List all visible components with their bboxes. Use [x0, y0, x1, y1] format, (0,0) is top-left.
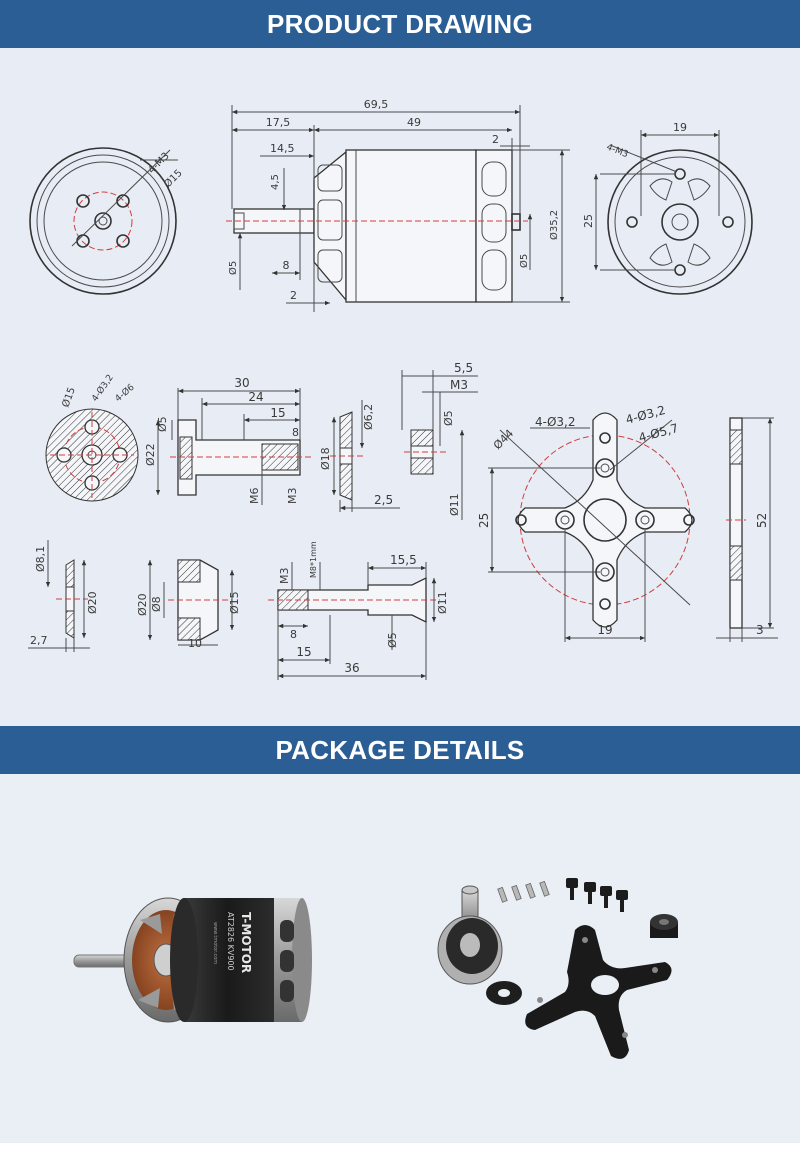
- adapter-d22: Ø22: [144, 443, 157, 466]
- collar-5-5: 5,5: [454, 361, 473, 375]
- dim-4-5: 4,5: [270, 174, 281, 190]
- rear-dim-19: 19: [673, 121, 687, 134]
- motor-photo: T-MOTOR AT2826 KV900 www.tmotor.com: [73, 897, 312, 1023]
- prop-adapter-photo: [437, 885, 503, 985]
- collar-d5: Ø5: [442, 410, 455, 426]
- mount-holes-a: 4-Ø3,2: [535, 415, 576, 429]
- adapter-pcd: Ø15: [60, 386, 78, 409]
- adapter-30: 30: [234, 376, 249, 390]
- front-pcd-label: Ø15: [162, 167, 185, 190]
- dim-body-length: 49: [407, 116, 421, 129]
- shaft-view: M3 M8*1mm 15,5 Ø11 8 Ø5 15 36: [268, 541, 449, 680]
- adapter-m3: M3: [286, 488, 299, 505]
- adapter-24: 24: [248, 390, 263, 404]
- spacer-view: Ø8,1 Ø20 2,7: [28, 540, 99, 652]
- cone-d20: Ø20: [136, 593, 149, 616]
- mount-25: 25: [477, 513, 491, 528]
- section-header-product-drawing: PRODUCT DRAWING: [0, 0, 800, 48]
- collar-d11: Ø11: [448, 493, 461, 516]
- spacer-d8-1: Ø8,1: [34, 546, 47, 572]
- package-details-panel: T-MOTOR AT2826 KV900 www.tmotor.com: [0, 774, 800, 1143]
- shaft-m8: M8*1mm: [309, 541, 318, 578]
- mount-holes-c: 4-Ø5,7: [637, 421, 680, 445]
- technical-drawing: 4-M3 Ø15 69,5 17,5 49 2: [28, 98, 778, 680]
- x-mount-front-view: 4-Ø3,2 4-Ø3,2 4-Ø5,7 Ø44 25 19: [477, 403, 695, 642]
- washer-view: Ø18 Ø6,2 2,5: [319, 400, 400, 512]
- dim-2b: 2: [290, 289, 297, 302]
- washer-d6-2: Ø6,2: [362, 404, 375, 430]
- mount-side-3: 3: [756, 623, 764, 637]
- collar-photo: [650, 914, 678, 938]
- dim-body-dia: Ø35,2: [548, 210, 560, 240]
- adapter-15: 15: [270, 406, 285, 420]
- motor-brand-label: T-MOTOR: [239, 912, 253, 973]
- shaft-d5: Ø5: [386, 632, 399, 648]
- washer-2-5: 2,5: [374, 493, 393, 507]
- prop-adapter-front-view: Ø15 4-Ø3,2 4-Ø6: [45, 373, 139, 502]
- motor-model-label: AT2826 KV900: [226, 912, 235, 971]
- shaft-m3: M3: [278, 568, 291, 585]
- section-title: PACKAGE DETAILS: [275, 734, 525, 765]
- adapter-holes2: 4-Ø6: [113, 382, 137, 405]
- motor-rear-view: 19 25 4-M3: [582, 121, 753, 295]
- package-photo: T-MOTOR AT2826 KV900 www.tmotor.com: [73, 878, 678, 1059]
- x-mount-photo: [525, 925, 672, 1059]
- shaft-15-5: 15,5: [390, 553, 417, 567]
- cone-d15: Ø15: [228, 591, 241, 614]
- dim-8: 8: [283, 259, 290, 272]
- collar-view: 5,5 M3 Ø5 Ø11: [401, 361, 478, 520]
- mount-side-52: 52: [755, 513, 769, 528]
- dim-14-5: 14,5: [270, 142, 295, 155]
- front-holes-label: 4-M3: [146, 151, 171, 176]
- adapter-m6: M6: [248, 488, 261, 505]
- collar-m3: M3: [450, 378, 468, 392]
- section-title: PRODUCT DRAWING: [267, 8, 533, 39]
- adapter-holes1: 4-Ø3,2: [89, 373, 115, 404]
- dim-shaft-dia: Ø5: [227, 261, 239, 275]
- cone-view: Ø20 Ø8 Ø15 10: [136, 559, 241, 650]
- motor-url-label: www.tmotor.com: [212, 922, 218, 964]
- adapter-8: 8: [292, 426, 299, 439]
- dim-shaft-length: 17,5: [266, 116, 291, 129]
- spacer-2-7: 2,7: [30, 634, 48, 647]
- motor-side-view: 69,5 17,5 49 2 14,5 4,5 8 2 Ø5 Ø35,2 Ø5: [226, 98, 570, 312]
- cone-10: 10: [188, 637, 202, 650]
- motor-front-view: 4-M3 Ø15: [29, 147, 185, 295]
- prop-adapter-side-view: 30 24 15 8 Ø5 Ø22 M6 M3: [144, 376, 312, 505]
- rear-dim-25: 25: [582, 214, 595, 228]
- mount-d44: Ø44: [491, 427, 516, 452]
- dim-gap: 2: [492, 133, 499, 146]
- product-drawing-panel: 4-M3 Ø15 69,5 17,5 49 2: [0, 48, 800, 726]
- x-mount-side-view: 52 3: [716, 417, 778, 642]
- washer-d18: Ø18: [319, 447, 332, 470]
- mount-holes-b: 4-Ø3,2: [624, 403, 667, 427]
- cone-d8: Ø8: [150, 596, 163, 612]
- shaft-36: 36: [344, 661, 359, 675]
- mount-19: 19: [597, 623, 612, 637]
- washer-photo: [486, 981, 522, 1005]
- shaft-8: 8: [290, 628, 297, 641]
- rear-holes-label: 4-M3: [605, 143, 630, 161]
- spacer-d20: Ø20: [86, 591, 99, 614]
- screws-photo: [497, 878, 628, 912]
- shaft-15: 15: [296, 645, 311, 659]
- section-header-package-details: PACKAGE DETAILS: [0, 726, 800, 774]
- dim-overall: 69,5: [364, 98, 389, 111]
- dim-rear-shaft: Ø5: [518, 254, 530, 268]
- shaft-d11: Ø11: [436, 591, 449, 614]
